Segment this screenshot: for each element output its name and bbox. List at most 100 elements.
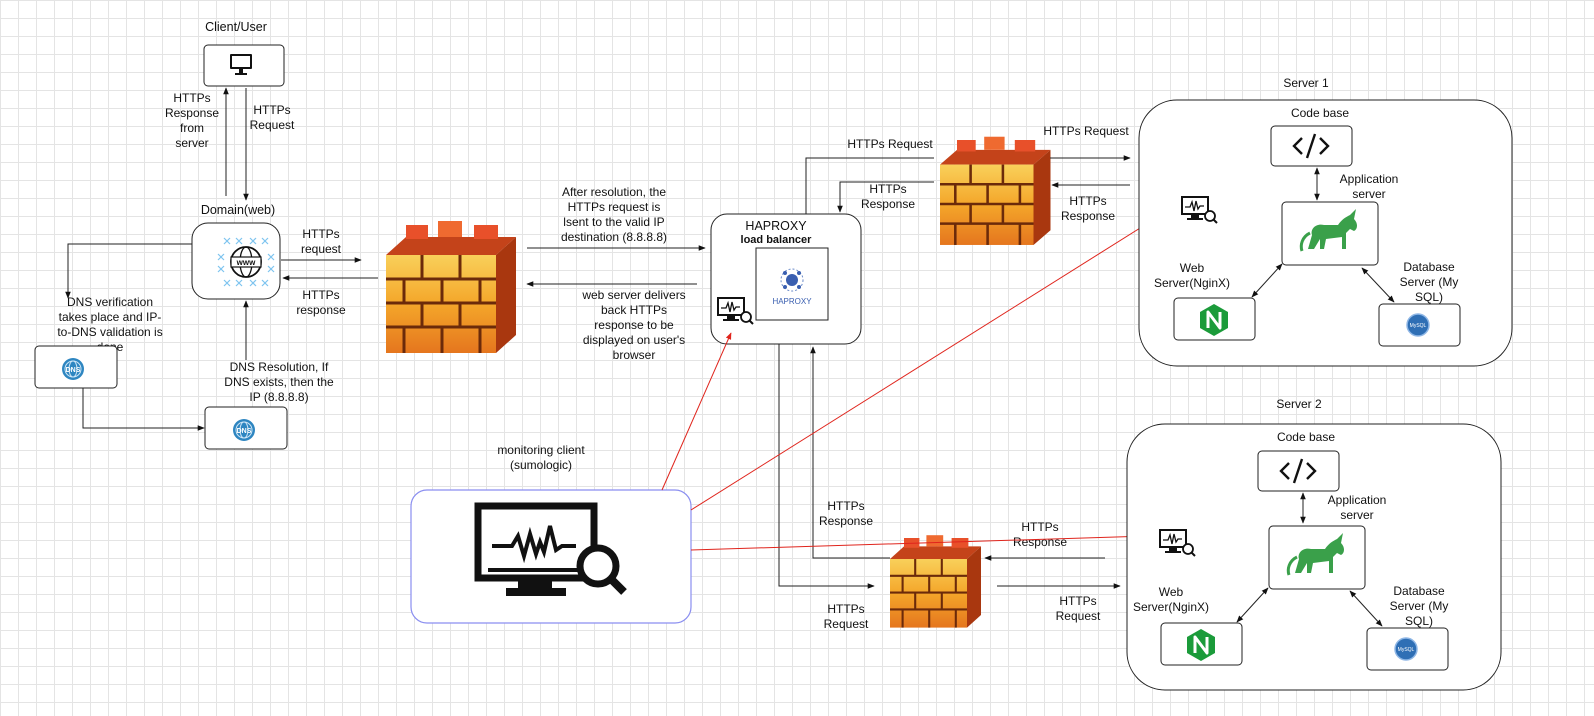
svg-text:Request: Request <box>250 118 295 132</box>
svg-text:server: server <box>1340 508 1373 522</box>
svg-text:MySQL: MySQL <box>1410 323 1427 329</box>
svg-text:www: www <box>236 258 256 267</box>
svg-text:HTTPs request is: HTTPs request is <box>568 200 661 214</box>
svg-text:response to be: response to be <box>594 318 674 332</box>
server1-code-base-label: Code base <box>1291 106 1349 120</box>
svg-text:DNS exists, then the: DNS exists, then the <box>224 375 334 389</box>
svg-text:Response: Response <box>819 514 873 528</box>
svg-text:After resolution, the: After resolution, the <box>562 185 666 199</box>
svg-text:from: from <box>180 121 204 135</box>
svg-text:DNS: DNS <box>237 428 252 435</box>
svg-text:response: response <box>296 303 346 317</box>
server2-app-server-label: Application server <box>1328 493 1387 522</box>
edge-s2-app-db <box>1349 590 1383 627</box>
fw-top-resp-right-label: HTTPs Response <box>1061 194 1115 223</box>
svg-text:HTTPs: HTTPs <box>869 182 906 196</box>
svg-text:Application: Application <box>1340 172 1399 186</box>
svg-text:HTTPs: HTTPs <box>302 227 339 241</box>
edge-fw-bottom-to-haproxy <box>810 346 890 559</box>
edge-domain-to-dns-verification <box>65 243 192 299</box>
svg-text:DNS Resolution, If: DNS Resolution, If <box>230 360 329 374</box>
svg-text:DNS: DNS <box>66 367 81 374</box>
svg-text:Response: Response <box>861 197 915 211</box>
dns-verification-label: DNS verification takes place and IP- to-… <box>57 295 162 354</box>
after-resolution-label: After resolution, the HTTPs request is l… <box>561 185 667 244</box>
edge-s2-app-web <box>1236 587 1269 623</box>
svg-text:HTTPs: HTTPs <box>1059 594 1096 608</box>
https-response-mid-label: HTTPs response <box>296 288 346 317</box>
svg-text:HTTPs: HTTPs <box>827 499 864 513</box>
server1-app-server-label: Application server <box>1340 172 1399 201</box>
edge-monitor-to-server2 <box>690 533 1151 551</box>
edge-fw-top-to-haproxy <box>837 181 934 213</box>
svg-text:browser: browser <box>613 348 656 362</box>
svg-text:Database: Database <box>1403 260 1455 274</box>
server2-db-server-label: Database Server (My SQL) <box>1390 584 1449 628</box>
edge-haproxy-to-fw-top <box>805 157 934 214</box>
svg-text:HTTPs: HTTPs <box>173 91 210 105</box>
haproxy-title: HAPROXY <box>745 219 807 233</box>
svg-text:Server (My: Server (My <box>1400 275 1459 289</box>
fw-bot-req-left-label: HTTPs Request <box>824 602 869 631</box>
fw-bot-req-right-label: HTTPs Request <box>1056 594 1101 623</box>
svg-text:Response: Response <box>1061 209 1115 223</box>
svg-text:SQL): SQL) <box>1405 614 1433 628</box>
svg-text:monitoring client: monitoring client <box>497 443 585 457</box>
dns-resolution-label: DNS Resolution, If DNS exists, then the … <box>224 360 334 404</box>
fw-top-resp-left-label: HTTPs Response <box>861 182 915 211</box>
svg-text:DNS verification: DNS verification <box>67 295 153 309</box>
svg-text:back HTTPs: back HTTPs <box>601 303 667 317</box>
firewall-icon <box>888 534 983 629</box>
domain-web-label: Domain(web) <box>201 203 275 217</box>
server2-code-base-label: Code base <box>1277 430 1335 444</box>
svg-text:Application: Application <box>1328 493 1387 507</box>
fw-bot-resp-left-label: HTTPs Response <box>819 499 873 528</box>
fw-top-req-right-label: HTTPs Request <box>1043 124 1129 138</box>
svg-text:SQL): SQL) <box>1415 290 1443 304</box>
svg-text:Response: Response <box>165 106 219 120</box>
fw-top-req-left-label: HTTPs Request <box>847 137 933 151</box>
svg-text:destination (8.8.8.8): destination (8.8.8.8) <box>561 230 667 244</box>
monitoring-client-label: monitoring client (sumologic) <box>497 443 585 472</box>
server1-db-server-label: Database Server (My SQL) <box>1400 260 1459 304</box>
svg-text:HTTPs: HTTPs <box>253 103 290 117</box>
https-request-mid-label: HTTPs request <box>301 227 342 256</box>
monitor-icon <box>230 54 252 75</box>
web-server-delivers-label: web server delivers back HTTPs response … <box>581 288 685 362</box>
server2-title: Server 2 <box>1276 397 1322 411</box>
mysql-icon: MySQL <box>1406 313 1430 337</box>
edge-dns-to-resolver <box>82 388 205 431</box>
svg-text:Web: Web <box>1159 585 1184 599</box>
server1-title: Server 1 <box>1283 76 1329 90</box>
svg-text:HTTPs: HTTPs <box>302 288 339 302</box>
svg-text:Web: Web <box>1180 261 1205 275</box>
monitoring-icon <box>474 502 627 596</box>
svg-text:server: server <box>175 136 208 150</box>
svg-text:request: request <box>301 242 342 256</box>
svg-text:Request: Request <box>824 617 869 631</box>
svg-text:to-DNS validation is: to-DNS validation is <box>57 325 162 339</box>
fw-bot-resp-right-label: HTTPs Response <box>1013 520 1067 549</box>
svg-text:Server(NginX): Server(NginX) <box>1154 276 1230 290</box>
dns-icon: DNS <box>232 418 256 442</box>
server1-web-server-label: Web Server(NginX) <box>1154 261 1230 290</box>
client-user-label: Client/User <box>205 20 267 34</box>
svg-text:HTTPs: HTTPs <box>827 602 864 616</box>
svg-text:displayed on user's: displayed on user's <box>583 333 685 347</box>
svg-text:MySQL: MySQL <box>1398 647 1415 653</box>
firewall-icon <box>938 135 1052 247</box>
svg-text:IP (8.8.8.8): IP (8.8.8.8) <box>249 390 308 404</box>
edge-haproxy-to-fw-bottom <box>778 344 875 589</box>
svg-text:web server delivers: web server delivers <box>581 288 685 302</box>
svg-text:(sumologic): (sumologic) <box>510 458 572 472</box>
edge-s1-app-web <box>1251 263 1283 298</box>
svg-text:Response: Response <box>1013 535 1067 549</box>
svg-text:Request: Request <box>1056 609 1101 623</box>
svg-text:HTTPs: HTTPs <box>1069 194 1106 208</box>
svg-text:Server(NginX): Server(NginX) <box>1133 600 1209 614</box>
svg-text:HTTPs: HTTPs <box>1021 520 1058 534</box>
haproxy-subtitle: load balancer <box>741 234 813 246</box>
svg-text:Server (My: Server (My <box>1390 599 1449 613</box>
dns-icon: DNS <box>61 357 85 381</box>
